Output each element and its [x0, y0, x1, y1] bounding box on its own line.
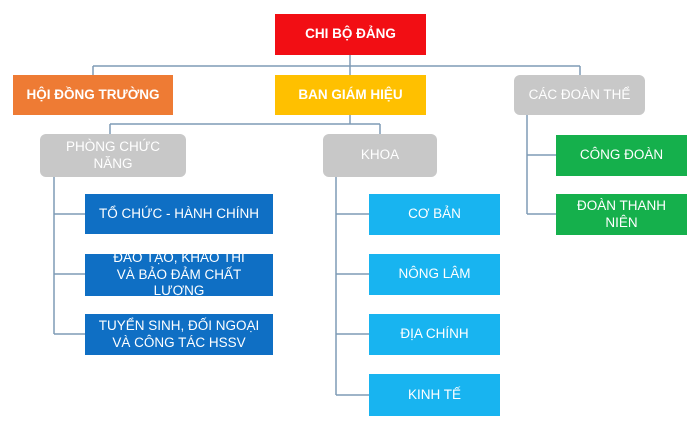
- dept-training-node: ĐÀO TẠO, KHẢO THÍ VÀ BẢO ĐẢM CHẤT LƯỢNG: [85, 250, 273, 298]
- faculty-economics-node: KINH TẾ: [369, 374, 500, 416]
- dept-admissions-node: TUYỂN SINH, ĐỐI NGOẠI VÀ CÔNG TÁC HSSV: [85, 314, 273, 355]
- faculty-agriculture-node: NÔNG LÂM: [369, 254, 500, 295]
- board-node: BAN GIÁM HIỆU: [275, 75, 426, 115]
- council-node: HỘI ĐỒNG TRƯỜNG: [13, 75, 173, 115]
- faculty-land-node: ĐỊA CHÍNH: [369, 314, 500, 355]
- faculty-basic-node: CƠ BẢN: [369, 194, 500, 235]
- unions-group-node: CÁC ĐOÀN THỂ: [514, 75, 645, 115]
- root-node: CHI BỘ ĐẢNG: [275, 14, 426, 55]
- union-trade-node: CÔNG ĐOÀN: [556, 135, 687, 176]
- departments-group-node: PHÒNG CHỨC NĂNG: [40, 134, 186, 177]
- dept-admin-node: TỔ CHỨC - HÀNH CHÍNH: [85, 194, 273, 234]
- faculty-group-node: KHOA: [323, 134, 437, 177]
- union-youth-node: ĐOÀN THANH NIÊN: [556, 194, 687, 235]
